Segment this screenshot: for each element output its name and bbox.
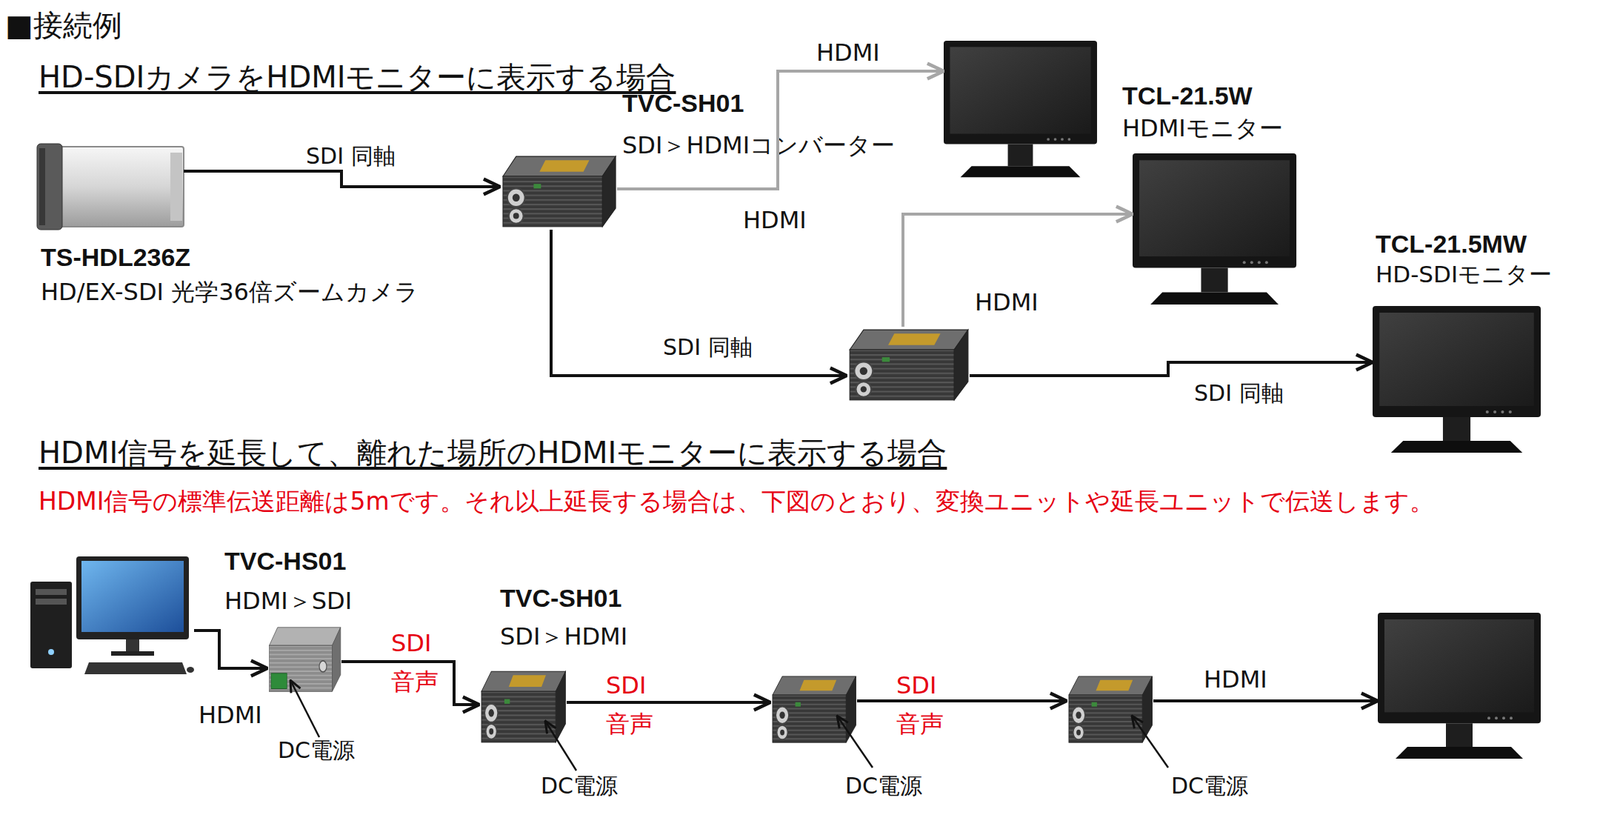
- model-name: TCL-21.5MW: [1375, 228, 1527, 260]
- model-name: TVC-HS01: [224, 545, 346, 577]
- section-heading: HD-SDIカメラをHDMIモニターに表示する場合: [38, 59, 677, 95]
- monitor-node: [1377, 612, 1541, 760]
- signal-label: SDI 音声: [896, 665, 963, 743]
- annotation-label: DC電源: [540, 772, 618, 800]
- section-heading: HDMI信号を延長して、離れた場所のHDMIモニターに表示する場合: [38, 434, 947, 471]
- device-description: SDI＞HDMIコンバーター: [622, 131, 895, 160]
- pc-node: [30, 556, 195, 676]
- signal-label: SDI 音声: [605, 665, 673, 743]
- camera-back: [170, 152, 183, 221]
- pc-keyboard: [84, 662, 187, 675]
- signal-label: SDI 同軸: [305, 142, 396, 170]
- annotation-label: DC電源: [1171, 772, 1249, 800]
- monitor: [1372, 305, 1541, 453]
- camera-node: TS-HDL236ZHD/EX-SDI 光学36倍ズームカメラ: [35, 142, 184, 230]
- device-description: HDMI＞SDI: [224, 586, 352, 615]
- converter-unit: [849, 329, 969, 400]
- signal-label: HDMI: [198, 700, 263, 729]
- pc-monitor: [76, 556, 189, 640]
- leader-arrow: [290, 680, 320, 738]
- signal-connector: [1153, 699, 1378, 703]
- model-name: TCL-21.5W: [1122, 80, 1253, 112]
- converter-unit: [502, 156, 616, 227]
- pc-drive: [35, 598, 67, 605]
- signal-label: SDI 同軸: [1194, 380, 1284, 407]
- signal-connector: [566, 700, 771, 704]
- leader-arrow: [837, 715, 873, 768]
- edge-group: [183, 71, 1378, 705]
- converter-unit: [269, 627, 341, 692]
- camera-illustration: [37, 143, 184, 230]
- device-description: HD/EX-SDI 光学36倍ズームカメラ: [40, 277, 419, 306]
- monitor-node: TCL-21.5MWHD-SDIモニター: [1372, 305, 1541, 455]
- pc-stand: [125, 639, 140, 652]
- signal-connector: [857, 699, 1067, 703]
- converter-node: [846, 326, 970, 403]
- device-description: HD-SDIモニター: [1375, 260, 1552, 289]
- signal-label: HDMI: [1203, 665, 1268, 694]
- pc-screen: [81, 560, 184, 632]
- monitor: [1377, 612, 1541, 759]
- device-description: HDMIモニター: [1122, 114, 1283, 143]
- signal-label: HDMI: [816, 38, 880, 67]
- leader-arrow: [1131, 715, 1169, 768]
- monitor-node: TCL-21.5WHDMIモニター: [943, 40, 1098, 179]
- signal-connector: [969, 362, 1373, 376]
- model-name: TVC-SH01: [500, 582, 622, 614]
- pc-power: [48, 648, 55, 655]
- model-name: TS-HDL236Z: [40, 242, 191, 273]
- pc-tower: [30, 581, 72, 669]
- pc-illustration: [30, 556, 195, 675]
- note-text: HDMI信号の標準伝送距離は5mです。それ以上延長する場合は、下図のとおり、変換…: [38, 486, 1435, 517]
- signal-connector: [183, 171, 500, 187]
- converter-node: [770, 673, 858, 746]
- signal-connector: [551, 229, 847, 376]
- pc-drive: [35, 588, 67, 595]
- camera-lens: [39, 148, 46, 226]
- camera-body: [56, 146, 184, 227]
- converter-unit: [772, 676, 857, 743]
- converter-node: TVC-SH01SDI＞HDMI: [479, 668, 567, 746]
- signal-connector: [194, 630, 268, 669]
- converter-node: [1066, 673, 1154, 746]
- annotation-label: HDMI: [742, 205, 807, 235]
- converter-node: TVC-HS01HDMI＞SDI: [267, 624, 342, 695]
- pc-mouse: [186, 666, 195, 673]
- converter-node: TVC-SH01SDI＞HDMIコンバーター: [500, 153, 618, 230]
- monitor-node: [1132, 153, 1297, 306]
- signal-label: SDI 音声: [391, 623, 458, 701]
- monitor: [943, 40, 1098, 178]
- annotation-label: DC電源: [277, 737, 355, 764]
- signal-label: HDMI: [974, 288, 1039, 317]
- annotation-label: DC電源: [845, 772, 923, 800]
- signal-connector: [902, 214, 1133, 327]
- pc-base: [111, 651, 155, 656]
- monitor: [1132, 153, 1297, 305]
- converter-unit: [1068, 676, 1153, 743]
- diagram-title: ■接続例: [5, 7, 123, 43]
- leader-arrow: [545, 720, 577, 771]
- device-description: SDI＞HDMI: [500, 622, 628, 651]
- camera-front: [37, 143, 63, 230]
- signal-label: SDI 同軸: [662, 334, 753, 361]
